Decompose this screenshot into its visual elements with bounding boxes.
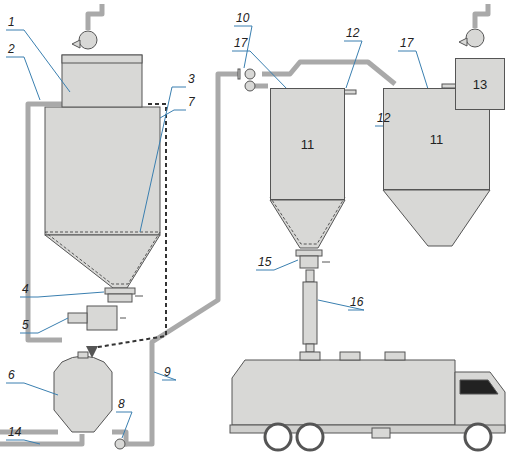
callout-number: 5 bbox=[22, 318, 29, 332]
callout-number: 11 bbox=[430, 132, 444, 147]
callout-number: 6 bbox=[8, 368, 15, 382]
callout-number: 17 bbox=[400, 36, 413, 50]
callout-number: 13 bbox=[473, 77, 487, 92]
callout-number: 17 bbox=[234, 36, 247, 50]
callout-number: 16 bbox=[350, 295, 363, 309]
silo: 11 bbox=[270, 88, 345, 200]
callout-number: 7 bbox=[188, 95, 195, 109]
callout-number: 11 bbox=[301, 137, 315, 152]
callout-number: 1 bbox=[8, 15, 15, 29]
callout-number: 10 bbox=[236, 11, 249, 25]
callout-number: 4 bbox=[22, 282, 29, 296]
callout-number: 12 bbox=[377, 111, 390, 125]
silo-body bbox=[45, 107, 160, 235]
callout-number: 3 bbox=[188, 72, 195, 86]
callout-number: 12 bbox=[346, 26, 359, 40]
callout-number: 15 bbox=[258, 255, 271, 269]
callout-number: 9 bbox=[164, 365, 171, 379]
callout-number: 14 bbox=[8, 425, 21, 439]
filter-box: 13 bbox=[455, 58, 505, 110]
callout-number: 2 bbox=[8, 42, 15, 56]
callout-number: 8 bbox=[118, 397, 125, 411]
